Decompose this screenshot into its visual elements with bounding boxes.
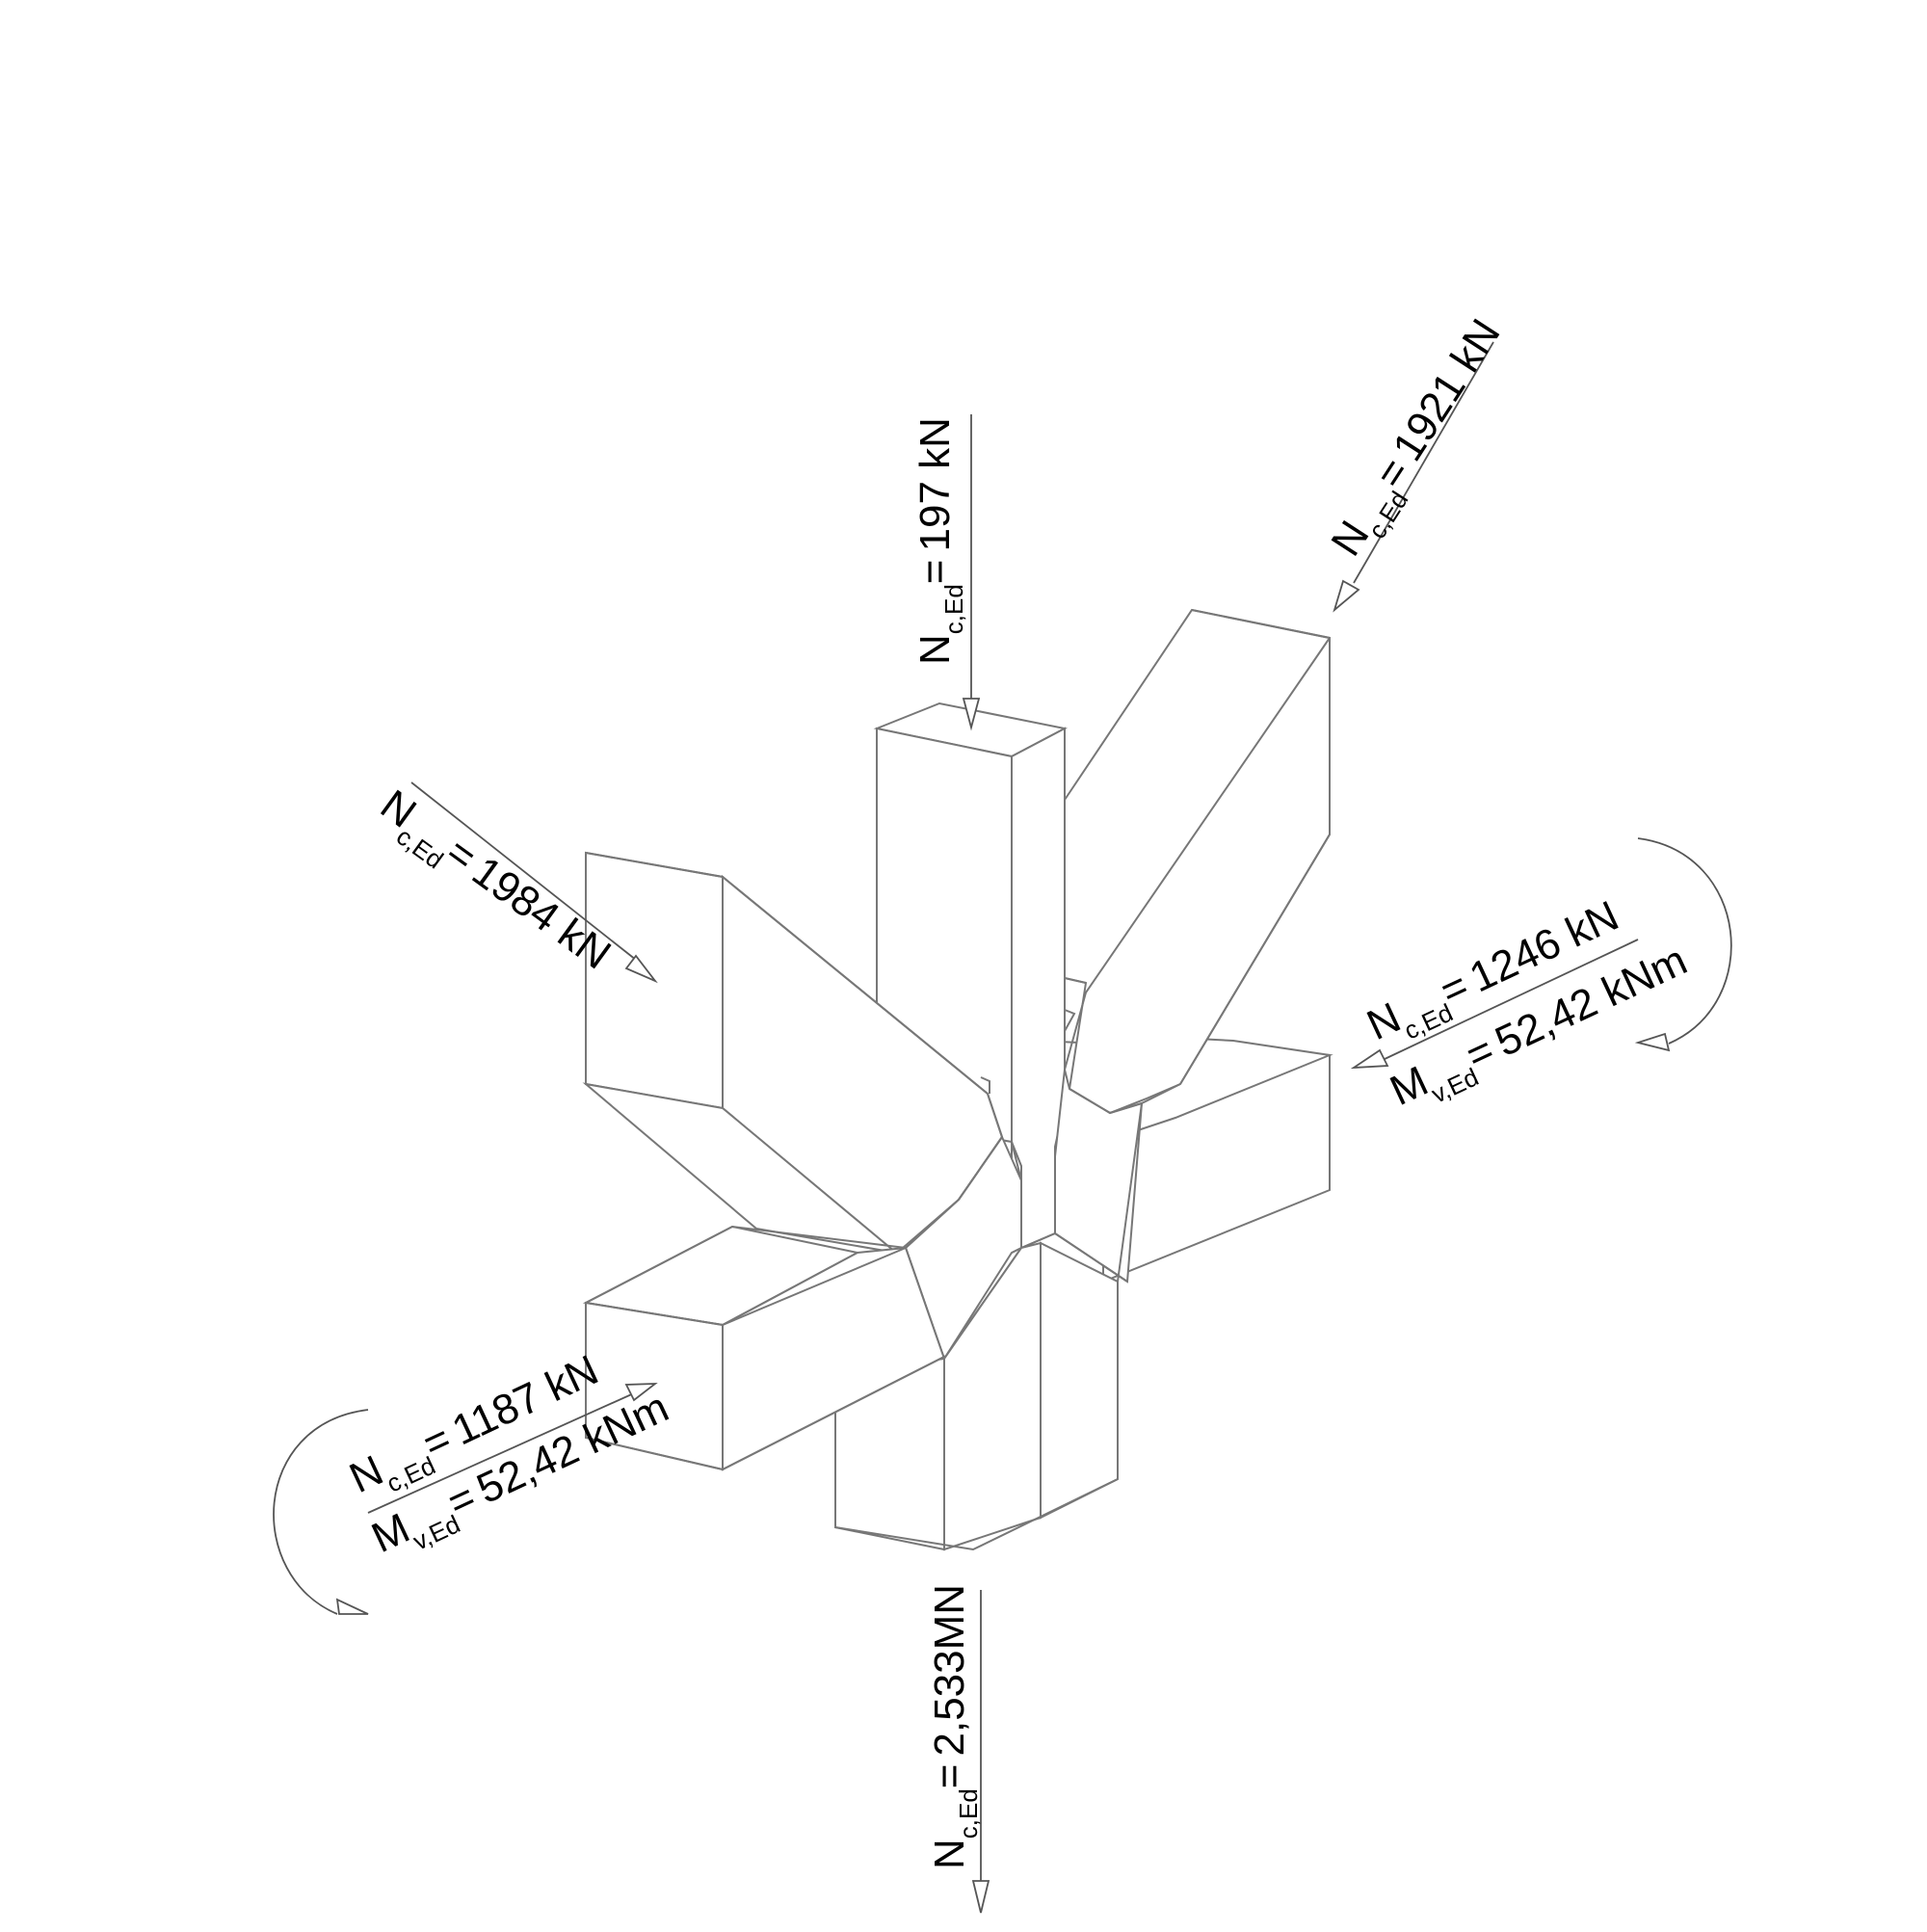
moment-arc-counterclockwise-icon <box>273 1409 369 1615</box>
force-value: 1921 kN <box>1384 311 1509 469</box>
arrow-diagonal-icon <box>624 954 658 984</box>
svg-text:Nc,Ed=197 kN: Nc,Ed= 197 kN <box>911 417 968 665</box>
force-subscript: c,Ed <box>939 584 968 634</box>
force-subscript: c,Ed <box>954 1788 983 1839</box>
force-equals: = <box>911 559 959 584</box>
moment-arc-clockwise-icon <box>1637 837 1732 1045</box>
moment-arrowhead-icon <box>1634 1032 1671 1052</box>
force-value: 197 kN <box>911 417 959 551</box>
moment-arrowhead-icon <box>335 1598 369 1615</box>
moment-symbol: M <box>1384 1057 1436 1115</box>
force-symbol: N <box>926 1839 973 1869</box>
moment-symbol: M <box>365 1504 417 1562</box>
force-equals: = <box>926 1763 973 1788</box>
upper-left-strut <box>582 851 1004 1255</box>
arrow-right-icon <box>624 1383 658 1402</box>
force-value: 2,533MN <box>926 1584 973 1757</box>
svg-text:Nc,Ed=1984 kN: Nc,Ed=1984 kN <box>366 781 619 986</box>
force-symbol: N <box>911 634 959 665</box>
force-top-vertical: Nc,Ed= 197 kN <box>911 414 981 731</box>
force-bottom-vertical: Nc,Ed= 2,533MN <box>926 1584 990 1914</box>
central-node <box>904 1069 1144 1362</box>
bottom-column <box>834 1241 1119 1551</box>
arrow-left-icon <box>1350 1048 1389 1070</box>
arrow-down-icon <box>971 1880 990 1914</box>
svg-text:Nc,Ed=1921 kN: Nc,Ed=1921 kN <box>1322 311 1518 569</box>
structure-geometry <box>582 608 1333 1551</box>
force-right-horizontal: Nc,Ed=1246 kN Mv,Ed=52,42 kNm <box>1350 837 1732 1115</box>
left-beam <box>582 1225 945 1471</box>
force-top-right-diagonal: Nc,Ed=1921 kN <box>1322 311 1518 613</box>
svg-text:Nc,Ed=2,533MN: Nc,Ed= 2,533MN <box>926 1584 983 1869</box>
arrow-down-icon <box>962 698 981 731</box>
arrow-diagonal-icon <box>1333 579 1360 613</box>
upper-right-strut <box>1064 608 1331 1115</box>
